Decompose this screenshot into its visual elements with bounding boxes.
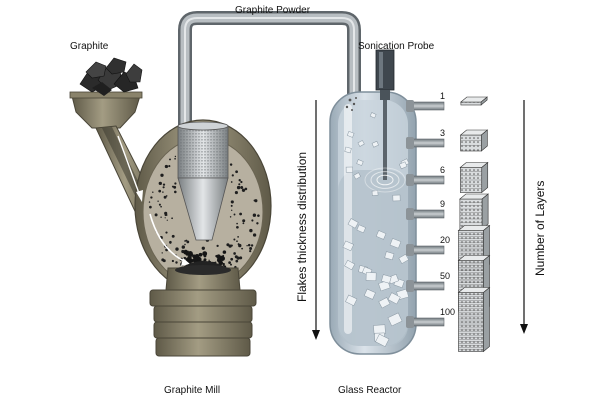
outlet-label: 100 xyxy=(440,307,455,317)
outlet-9: 9 xyxy=(406,194,488,229)
outlet-label: 1 xyxy=(440,91,445,101)
outlet-1: 1 xyxy=(406,91,487,112)
outlet-flange xyxy=(406,208,414,220)
graphite-mill-label: Graphite Mill xyxy=(164,385,220,396)
flakes-thickness-arrow xyxy=(312,100,320,340)
outlet-flange xyxy=(406,100,414,112)
outlet-flange xyxy=(406,280,414,292)
outlet-flange xyxy=(406,137,414,149)
outlet-label: 6 xyxy=(440,165,445,175)
outlet-3: 3 xyxy=(406,128,487,151)
glass-reactor xyxy=(330,92,416,354)
outlet-pipe xyxy=(410,176,444,184)
outlet-pipe xyxy=(410,210,444,218)
graphite-powder-label: Graphite Powder xyxy=(235,5,311,16)
graphite-powder-pipe xyxy=(185,18,354,135)
outlet-label: 3 xyxy=(440,128,445,138)
outlet-pipe xyxy=(410,282,444,290)
number-of-layers-label: Number of Layers xyxy=(533,181,547,276)
flake-stack-6 xyxy=(460,163,488,193)
flake-stack-3 xyxy=(461,130,488,151)
outlet-label: 9 xyxy=(440,199,445,209)
outlet-label: 50 xyxy=(440,271,450,281)
outlet-label: 20 xyxy=(440,235,450,245)
outlet-flange xyxy=(406,316,414,328)
graphite-label: Graphite xyxy=(70,41,109,52)
glass-reactor-label: Glass Reactor xyxy=(338,385,402,396)
outlet-100: 100 xyxy=(406,288,490,352)
sonication-probe-label: Sonication Probe xyxy=(358,41,435,52)
reactor-outlets: 1 3 6 9 20 50 100 xyxy=(406,91,490,352)
flake-stack-9 xyxy=(460,194,488,229)
outlet-flange xyxy=(406,244,414,256)
outlet-6: 6 xyxy=(406,163,488,193)
outlet-pipe xyxy=(410,102,444,110)
flakes-thickness-label: Flakes thickness distribution xyxy=(295,152,309,302)
flake-stack-100 xyxy=(459,288,490,352)
number-of-layers-arrow xyxy=(520,100,528,334)
flake-stack-1 xyxy=(461,97,487,105)
outlet-pipe xyxy=(410,139,444,147)
outlet-pipe xyxy=(410,246,444,254)
outlet-flange xyxy=(406,174,414,186)
outlet-pipe xyxy=(410,318,444,326)
graphite-chunks xyxy=(80,58,142,96)
